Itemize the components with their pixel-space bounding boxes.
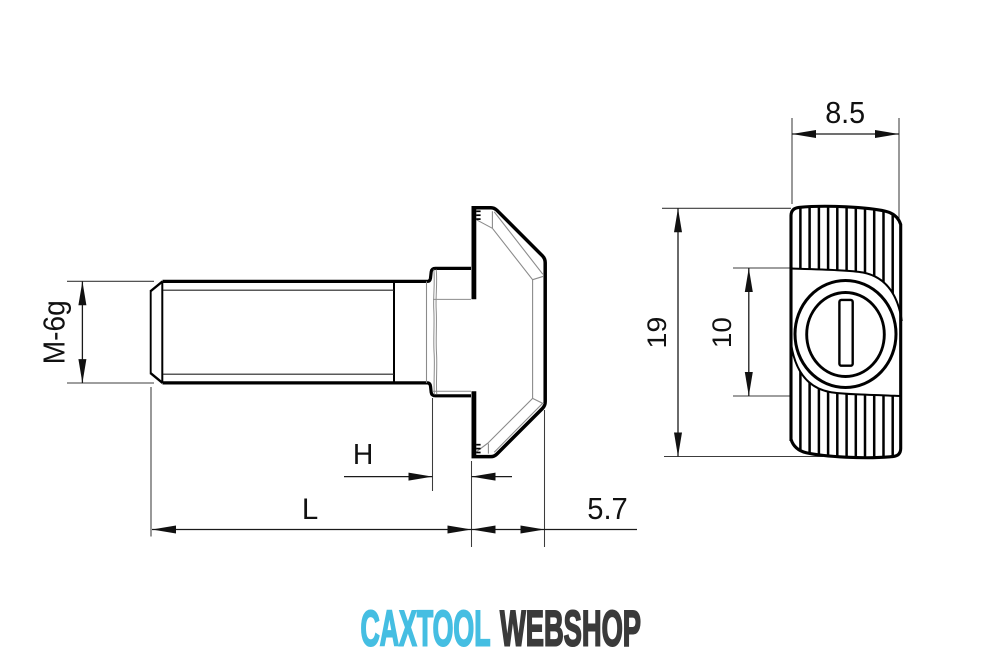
svg-text:WEBSHOP: WEBSHOP [500, 601, 641, 657]
svg-text:5.7: 5.7 [587, 492, 628, 526]
svg-text:10: 10 [707, 317, 737, 348]
svg-text:M-6g: M-6g [37, 300, 72, 364]
svg-text:L: L [302, 493, 318, 526]
svg-text:8.5: 8.5 [825, 95, 865, 130]
svg-text:19: 19 [642, 317, 672, 349]
svg-text:H: H [353, 438, 373, 470]
svg-text:CAXTOOL: CAXTOOL [361, 601, 491, 657]
